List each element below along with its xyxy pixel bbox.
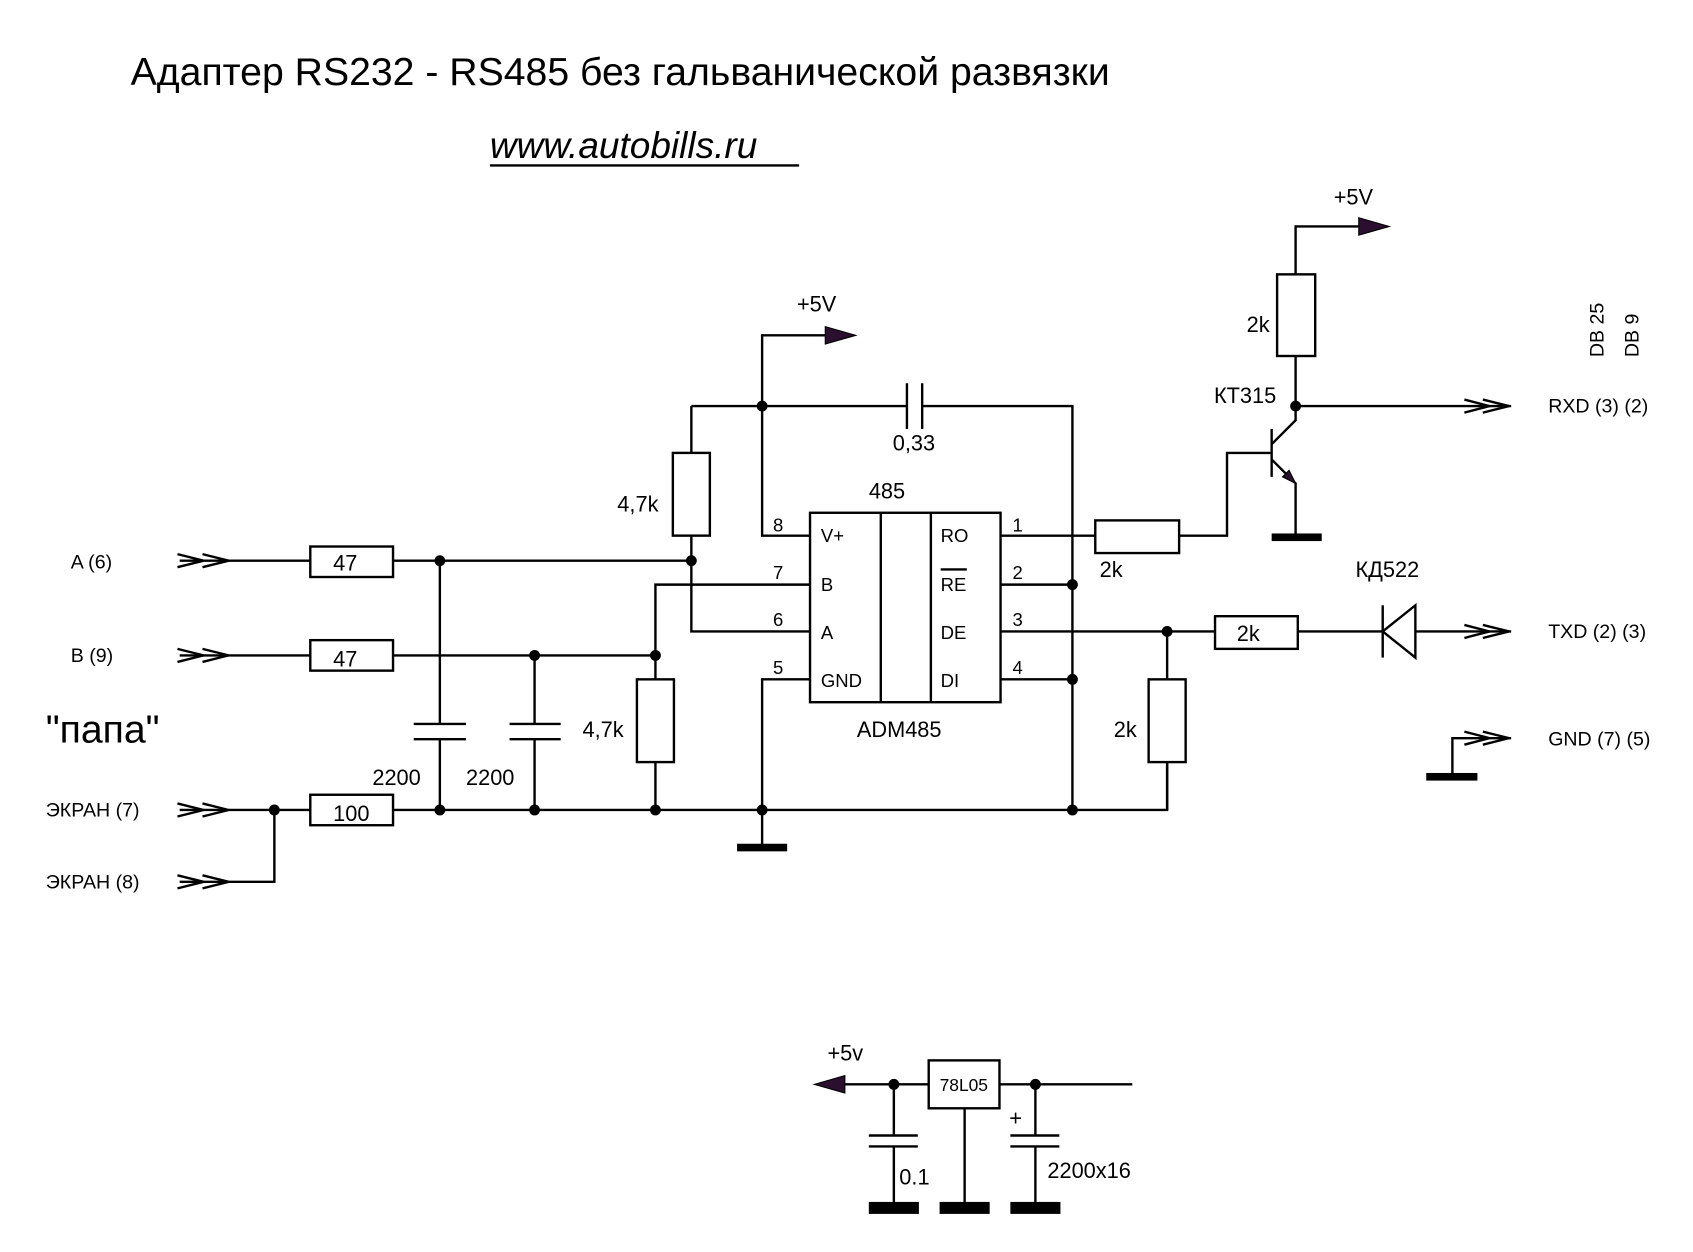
transistor-label: КТ315 [1214,383,1276,408]
ic-top-label: 485 [869,479,905,504]
pin-num: 5 [773,657,783,678]
pin-num: 2 [1013,562,1023,583]
resistor-collector-value: 2k [1247,312,1270,337]
ground-icon [1010,1201,1061,1214]
connector-a-label: A (6) [71,551,112,573]
resistor-base [1094,519,1181,555]
site-url[interactable]: www.autobills.ru [490,124,757,166]
pin-name: A [821,622,834,643]
pin-name: DE [941,622,967,643]
resistor-de-value: 2k [1114,717,1137,742]
connector-arrow-icon [177,552,229,890]
rxd-label: RXD (3) (2) [1548,396,1648,418]
cap-out-polarity: + [1009,1106,1022,1131]
pin-name: DI [941,670,960,691]
ground-icon [737,843,788,852]
power-arrow-icon [812,1074,846,1094]
pin-num: 8 [773,514,783,535]
resistor-pullup [671,451,712,537]
resistor-collector [1275,273,1317,358]
resistor-pulldown [635,678,676,764]
resistor-txd-value: 2k [1237,621,1260,646]
diode-icon [1380,602,1417,661]
power-5v-regulator-label: +5v [827,1040,863,1065]
power-5v-transistor-label: +5V [1334,185,1374,210]
gnd-label: GND (7) (5) [1548,729,1650,751]
resistor-pullup-value: 4,7k [617,492,658,517]
cap-in-value: 0.1 [899,1165,929,1190]
pin-num: 1 [1013,514,1023,535]
transistor-icon [1270,406,1297,537]
pin-name: B [821,574,833,595]
resistor-base-value: 2k [1100,557,1123,582]
diode-label: КД522 [1355,557,1419,582]
pin-name: RE [941,574,967,595]
txd-label: TXD (2) (3) [1548,621,1646,643]
cap1-value: 2200 [372,765,420,790]
ic-adm485: 485 ADM485 8 7 6 5 V+ B A GND RO RE DE D… [773,479,1023,742]
ground-icon [1271,533,1322,542]
regulator-circuit: +5v 78L05 0.1 + 2200x16 [812,1040,1133,1214]
male-connector-label: "папа" [46,708,160,751]
pin-num: 7 [773,562,783,583]
db25-header: DB 25 [1587,303,1609,358]
pin-num: 4 [1013,657,1023,678]
ground-icon [1426,772,1478,781]
resistor-a [309,545,395,579]
ground-icon [939,1201,990,1214]
cap-out-value: 2200x16 [1047,1158,1131,1183]
pin-name: GND [821,670,862,691]
connector-b-label: B (9) [71,645,113,667]
regulator-78l05 [927,1059,1001,1110]
cap-bypass-value: 0,33 [893,431,935,456]
cap2-value: 2200 [466,765,514,790]
power-arrow-icon [824,325,858,345]
resistor-b-value: 47 [333,646,357,671]
resistor-screen-value: 100 [333,801,369,826]
pin-num: 3 [1013,609,1023,630]
pin-name: V+ [821,525,844,546]
ground-icon [868,1201,919,1214]
pin-name: RO [941,525,969,546]
resistor-b [309,638,395,672]
connector-screen7-label: ЭКРАН (7) [46,800,140,822]
power-5v-label: +5V [797,291,837,316]
resistor-a-value: 47 [333,550,357,575]
page-title: Адаптер RS232 - RS485 без гальванической… [131,51,1110,94]
db9-header: DB 9 [1622,314,1644,358]
pin-num: 6 [773,609,783,630]
resistor-txd [1213,615,1299,651]
connector-screen8-label: ЭКРАН (8) [46,871,140,893]
power-arrow-icon [1358,217,1392,236]
resistor-pulldown-value: 4,7k [582,717,623,742]
resistor-de [1147,678,1187,764]
resistor-screen [309,793,395,827]
regulator-part: 78L05 [940,1075,988,1095]
ic-part-label: ADM485 [857,717,942,742]
